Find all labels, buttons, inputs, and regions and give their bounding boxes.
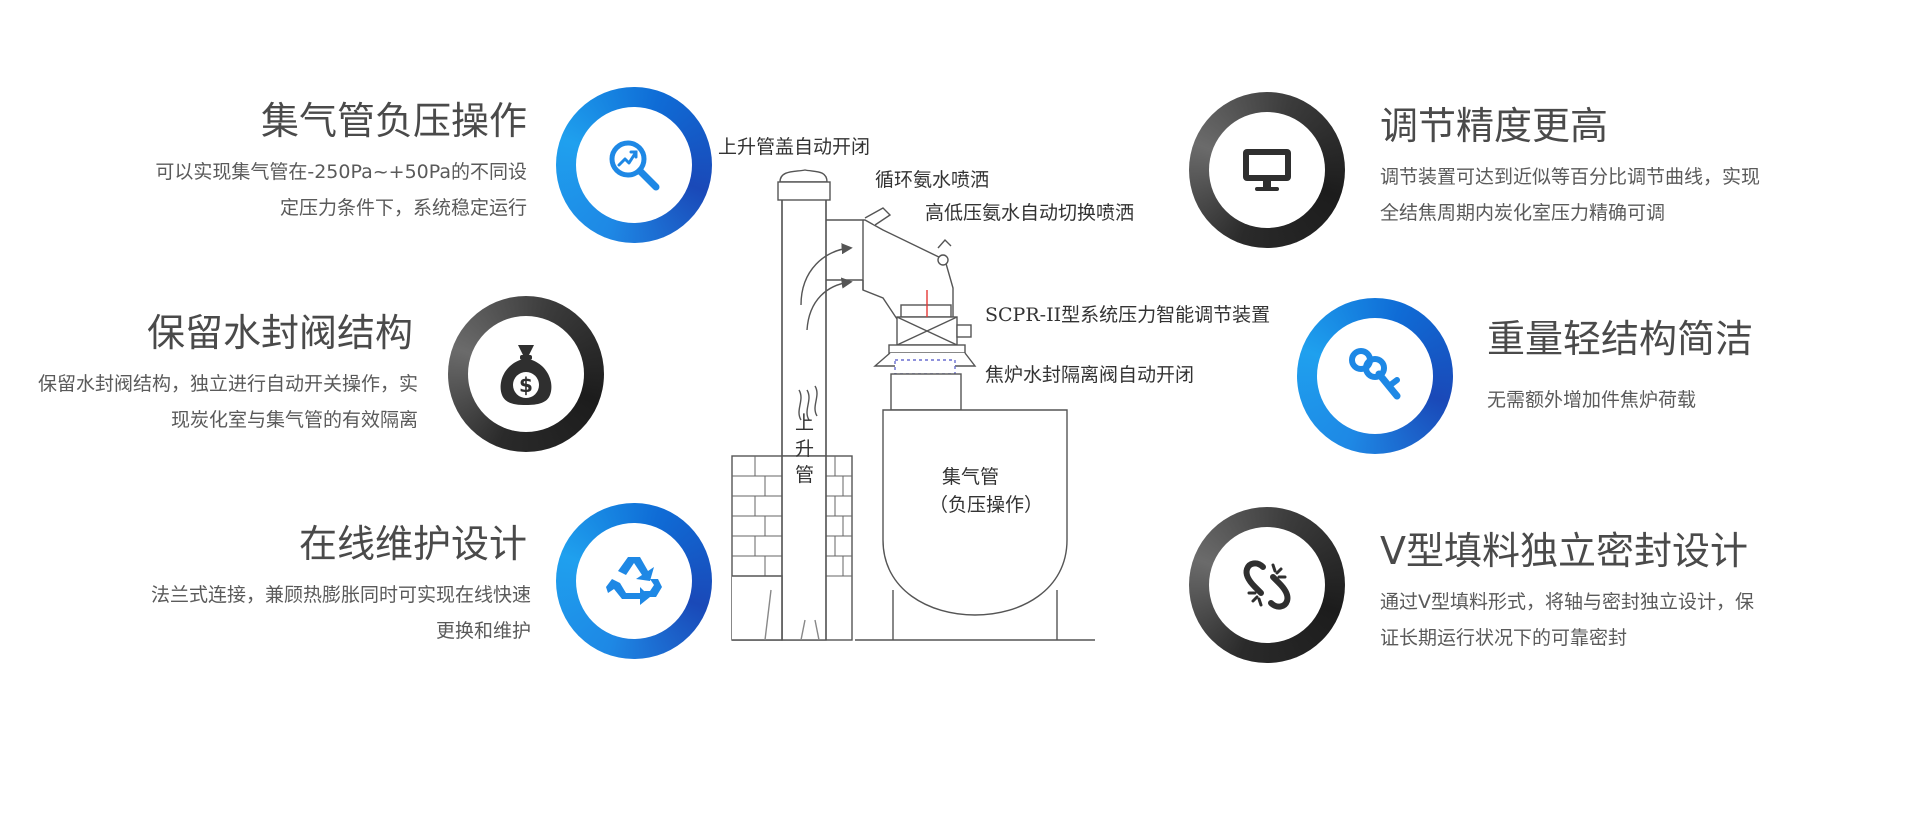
feature-desc: 可以实现集气管在-250Pa~+50Pa的不同设 定压力条件下，系统稳定运行	[120, 154, 527, 226]
feature-online-maintenance: 在线维护设计 法兰式连接，兼顾热膨胀同时可实现在线快速 更换和维护	[100, 522, 531, 649]
feature-desc-line: 法兰式连接，兼顾热膨胀同时可实现在线快速	[150, 583, 531, 606]
feature-desc-line: 现炭化室与集气管的有效隔离	[170, 408, 418, 431]
feature-icon-ring	[556, 87, 712, 243]
feature-v-packing: V型填料独立密封设计 通过V型填料形式，将轴与密封独立设计，保 证长期运行状况下…	[1380, 529, 1840, 656]
feature-icon-ring	[1297, 298, 1453, 454]
feature-title: 调节精度更高	[1380, 104, 1609, 148]
feature-desc-line: 更换和维护	[435, 619, 531, 642]
feature-water-seal: 保留水封阀结构 保留水封阀结构，独立进行自动开关操作，实 现炭化室与集气管的有效…	[0, 311, 418, 438]
label-riser-char-2: 升	[795, 438, 815, 460]
feature-title: 重量轻结构简洁	[1487, 317, 1754, 361]
broken-link-icon	[1243, 560, 1291, 610]
feature-desc-line: 无需额外增加件焦炉荷载	[1487, 388, 1697, 411]
coke-oven-riser-diagram: 上升管盖自动开闭 循环氨水喷洒 高低压氨水自动切换喷洒 SCPR-II型系统压力…	[715, 120, 1395, 680]
key-icon	[1349, 348, 1401, 400]
feature-desc: 调节装置可达到近似等百分比调节曲线，实现 全结焦周期内炭化室压力精确可调	[1380, 159, 1840, 231]
label-riser-char-1: 上	[795, 412, 815, 434]
feature-desc-line: 可以实现集气管在-250Pa~+50Pa的不同设	[155, 160, 527, 183]
feature-icon-ring	[1189, 507, 1345, 663]
recycle-icon	[606, 557, 662, 605]
feature-icon-ring: $	[448, 296, 604, 452]
label-riser-char-3: 管	[795, 464, 815, 486]
search-chart-icon	[609, 140, 660, 191]
label-ammonia-spray: 循环氨水喷洒	[875, 169, 990, 191]
feature-negative-pressure: 集气管负压操作 可以实现集气管在-250Pa~+50Pa的不同设 定压力条件下，…	[120, 99, 527, 226]
feature-desc-line: 调节装置可达到近似等百分比调节曲线，实现	[1380, 165, 1761, 188]
label-scpr: SCPR-II型系统压力智能调节装置	[985, 304, 1271, 326]
feature-desc-line: 证长期运行状况下的可靠密封	[1380, 626, 1628, 649]
feature-desc: 法兰式连接，兼顾热膨胀同时可实现在线快速 更换和维护	[100, 577, 531, 649]
monitor-icon	[1243, 149, 1291, 191]
feature-title: 在线维护设计	[298, 522, 527, 566]
feature-desc-line: 全结焦周期内炭化室压力精确可调	[1380, 201, 1666, 224]
feature-desc-line: 保留水封阀结构，独立进行自动开关操作，实	[37, 372, 418, 395]
feature-desc: 无需额外增加件焦炉荷载	[1487, 382, 1887, 418]
label-hl-switch: 高低压氨水自动切换喷洒	[925, 202, 1135, 224]
label-collector: 集气管	[942, 466, 1000, 488]
svg-text:$: $	[519, 373, 533, 397]
label-water-seal: 焦炉水封隔离阀自动开闭	[985, 364, 1195, 386]
feature-desc-line: 通过V型填料形式，将轴与密封独立设计，保	[1380, 590, 1754, 613]
feature-icon-ring	[556, 503, 712, 659]
feature-title: 保留水封阀结构	[146, 311, 413, 355]
feature-title: 集气管负压操作	[260, 99, 527, 143]
feature-precision: 调节精度更高 调节装置可达到近似等百分比调节曲线，实现 全结焦周期内炭化室压力精…	[1380, 104, 1840, 231]
diagram-drawing	[731, 169, 1095, 641]
feature-desc-line: 定压力条件下，系统稳定运行	[279, 196, 527, 219]
feature-title: V型填料独立密封设计	[1380, 529, 1748, 573]
feature-icon-ring	[1189, 92, 1345, 248]
money-bag-icon: $	[500, 345, 552, 405]
feature-desc: 保留水封阀结构，独立进行自动开关操作，实 现炭化室与集气管的有效隔离	[0, 366, 418, 438]
feature-lightweight: 重量轻结构简洁 无需额外增加件焦炉荷载	[1487, 317, 1887, 418]
label-collector-sub: （负压操作）	[929, 494, 1044, 516]
label-riser-cover: 上升管盖自动开闭	[718, 136, 871, 158]
feature-desc: 通过V型填料形式，将轴与密封独立设计，保 证长期运行状况下的可靠密封	[1380, 584, 1840, 656]
